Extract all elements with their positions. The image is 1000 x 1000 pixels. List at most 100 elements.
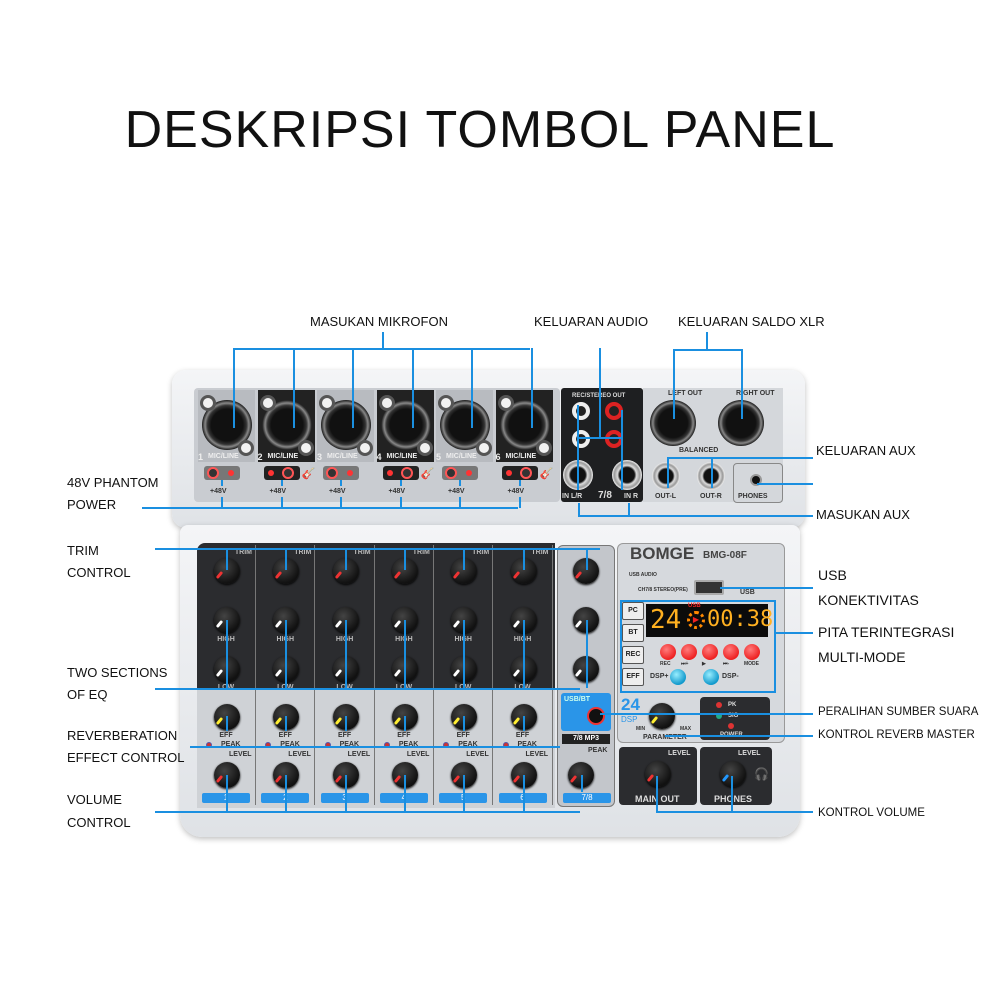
label-phantom-2: POWER [67,497,117,512]
knob-pointer [393,716,402,726]
knob-pointer [512,570,520,580]
phantom-led [267,470,274,476]
knob-pointer [275,619,283,629]
annotation-line [578,503,580,516]
annotation-line [233,348,530,350]
knob-pointer [275,774,283,784]
phantom-switch-1[interactable] [204,466,240,480]
knob-pointer [452,570,461,580]
level-label: LEVEL [525,751,549,758]
channel-number: 3 [317,452,323,462]
knob-pointer [393,619,402,629]
transport-button-0[interactable] [660,644,676,660]
low-label: LOW [375,684,433,692]
annotation-line [673,349,675,419]
reverb-parameter-knob[interactable] [649,703,675,729]
source-switch-button[interactable] [587,707,605,725]
knob-pointer [393,774,402,784]
trim-label: TRIM [294,549,312,556]
annotation-line [665,735,813,737]
label-phantom-1: 48V PHANTOM [67,475,159,490]
channel-divider [314,545,316,805]
dsp-plus-button[interactable] [670,669,686,685]
eff-label: EFF [219,732,233,739]
label-eq-2: OF EQ [67,687,108,702]
knob-pointer [452,619,461,629]
phantom-switch-5[interactable] [442,466,478,480]
annotation-line [403,620,406,688]
transport-button-label: ⏭+ [681,661,689,667]
annotation-line [600,713,813,715]
display-source: USB [688,603,701,609]
main-out-knob[interactable] [645,761,671,787]
channel-divider [432,545,434,805]
phantom-button [445,467,457,479]
peak-label: PEAK [221,741,241,748]
annotation-line [621,410,623,490]
trim-label: TRIM [531,549,549,556]
phantom-switch-3[interactable] [323,466,359,480]
annotation-line [530,348,533,428]
mode-indicator-rec: REC [622,646,644,664]
knob-pointer [574,668,583,678]
annotation-line [403,775,406,812]
annotation-line [344,548,347,570]
level-label: LEVEL [229,751,252,758]
phantom-label: +48V [507,488,525,495]
ch78-label-bar: 7/8 [563,793,611,803]
annotation-line [586,548,588,570]
phantom-led [228,470,234,476]
annotation-line [340,497,342,508]
mode-indicator-eff: EFF [622,668,644,686]
label-volume-control: KONTROL VOLUME [818,807,925,819]
annotation-line [382,332,384,349]
low-label: LOW [316,684,374,692]
out-l-jack[interactable] [652,462,680,490]
phantom-switch-4[interactable] [382,466,419,480]
annotation-line [221,480,223,486]
aux-in-r-jack[interactable] [612,460,642,490]
knob-pointer [275,668,283,678]
phones-level-knob[interactable] [720,761,746,787]
label-mic-inputs: MASUKAN MIKROFON [310,314,448,329]
rca-rec-l[interactable] [572,402,590,420]
annotation-line [155,811,580,813]
pk-label: PK [728,702,737,708]
mic-line-label-1: MIC/LINE [208,453,239,460]
transport-button-label: MODE [744,661,759,667]
annotation-line [226,620,228,688]
channel-number: 4 [376,452,382,462]
annotation-line [522,716,525,731]
dsp-minus-button[interactable] [703,669,719,685]
transport-button-2[interactable] [702,644,718,660]
eq-section [197,543,555,690]
phantom-switch-6[interactable] [501,466,538,480]
phantom-label: +48V [269,488,287,495]
rca-in-l[interactable] [572,430,590,448]
eff-label: EFF [337,732,352,739]
annotation-line [280,497,283,508]
channel-number: 2 [257,452,263,462]
annotation-line [142,507,518,509]
transport-button-1[interactable] [681,644,697,660]
annotation-line [226,548,228,570]
mode-indicator-pc: PC [622,602,644,620]
label-reverb-master: KONTROL REVERB MASTER [818,729,975,741]
phantom-button [519,467,532,479]
knob-pointer [334,668,342,678]
knob-pointer [512,619,520,629]
transport-button-3[interactable] [723,644,739,660]
transport-button-4[interactable] [744,644,760,660]
annotation-line [667,457,813,459]
annotation-line [720,587,813,589]
phantom-switch-2[interactable] [263,466,300,480]
annotation-line [578,515,813,517]
knob-pointer [215,774,224,784]
param-min-label: MIN [636,726,646,732]
phantom-label: +48V [210,488,227,495]
annotation-line [155,688,580,690]
label-trim-2: CONTROL [67,565,131,580]
annotation-line [522,548,525,570]
annotation-line [403,548,406,570]
label-source-switch: PERALIHAN SUMBER SUARA [818,706,979,718]
